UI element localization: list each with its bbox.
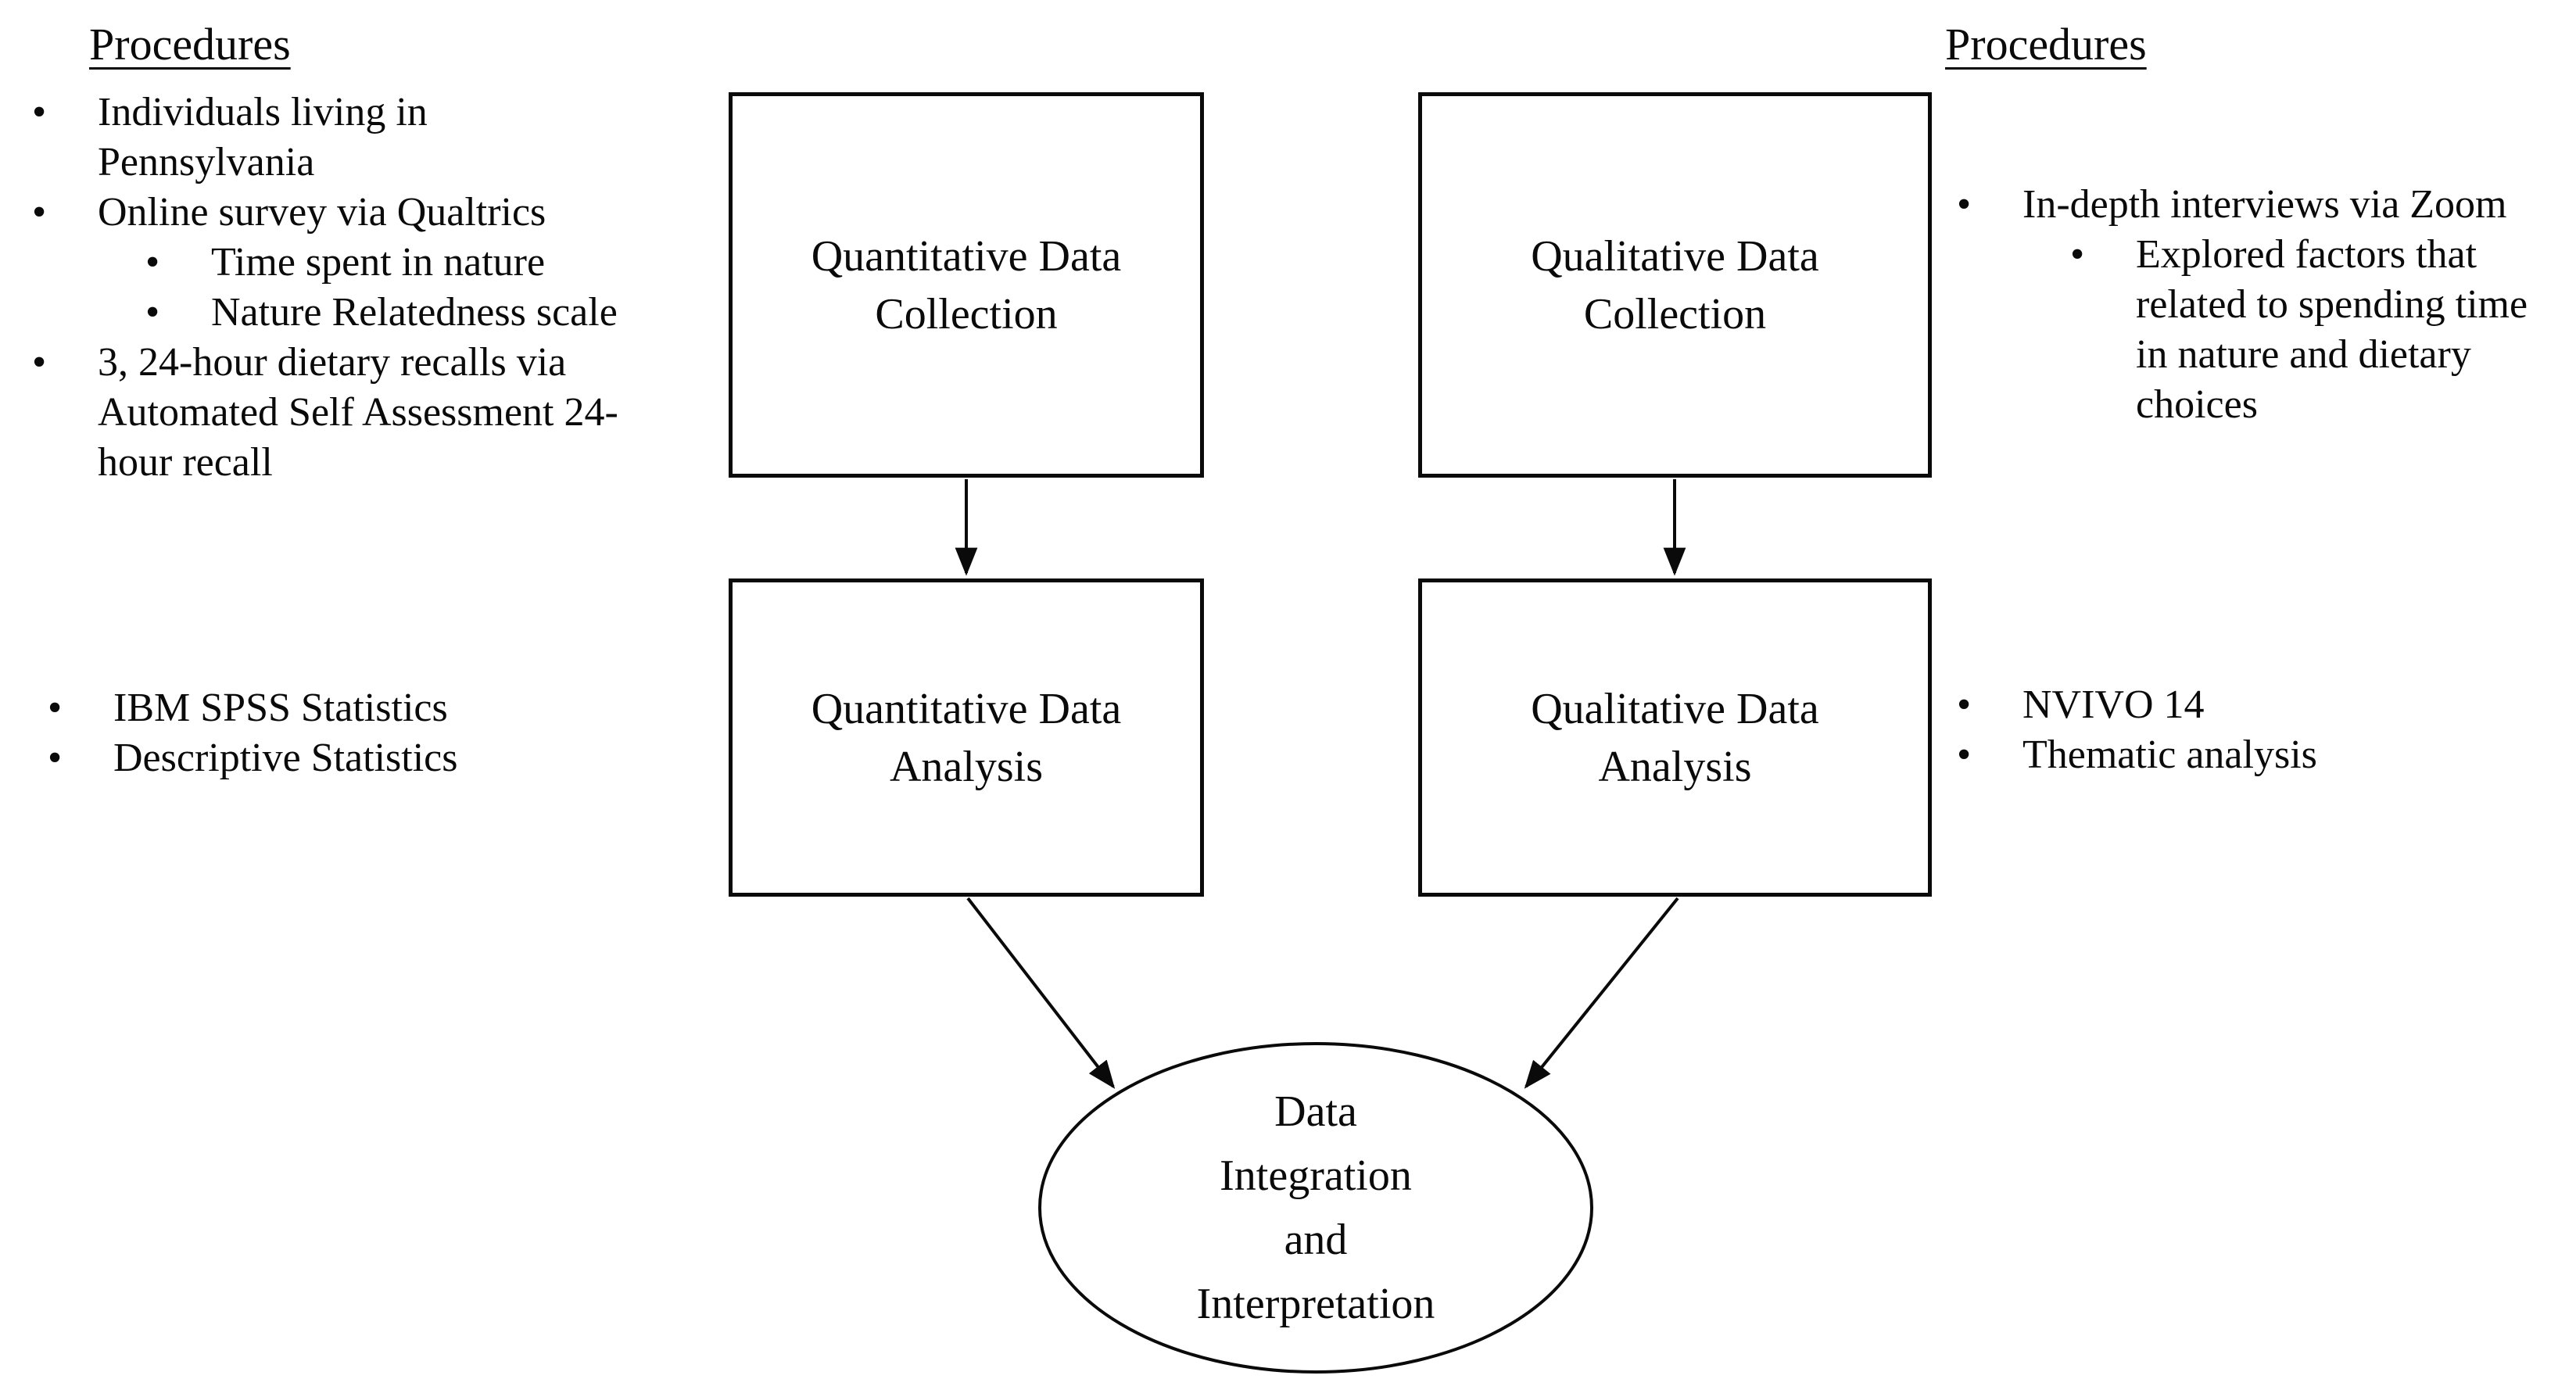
- list-item-text: related to spending time: [2136, 282, 2528, 327]
- list-item: • Online survey via Qualtrics: [27, 188, 715, 238]
- bullet-icon: •: [32, 340, 47, 385]
- list-item-text: Descriptive Statistics: [113, 736, 458, 780]
- right-procedures-list: • In-depth interviews via Zoom • Explore…: [1952, 180, 2570, 430]
- left-analysis-notes: • IBM SPSS Statistics • Descriptive Stat…: [43, 683, 715, 783]
- list-item-text: Pennsylvania: [98, 140, 315, 184]
- bullet-icon: •: [1957, 732, 1972, 777]
- right-procedures-heading: Procedures: [1945, 19, 2147, 70]
- integration-ellipse-label: Data Integration and Interpretation: [1058, 1044, 1574, 1372]
- flow-box-label: Quantitative Data Analysis: [811, 684, 1122, 791]
- integration-ellipse: [1038, 1042, 1593, 1374]
- list-item: • Descriptive Statistics: [43, 733, 715, 783]
- list-item: Pennsylvania: [27, 138, 715, 188]
- list-item: • IBM SPSS Statistics: [43, 683, 715, 733]
- list-item-text: choices: [2136, 382, 2258, 427]
- list-item: hour recall: [27, 438, 715, 488]
- list-item-text: Explored factors that: [2136, 232, 2477, 277]
- list-item-text: in nature and dietary: [2136, 332, 2471, 377]
- list-item: related to spending time: [2065, 280, 2570, 330]
- bullet-icon: •: [32, 90, 47, 134]
- bullet-icon: •: [48, 686, 63, 730]
- list-item: • Individuals living in: [27, 88, 715, 138]
- bullet-icon: •: [2070, 232, 2085, 277]
- list-item: • Nature Relatedness scale: [141, 288, 715, 338]
- flow-box-qualitative-data-collection: Qualitative Data Collection: [1418, 92, 1932, 478]
- list-item-text: In-depth interviews via Zoom: [2022, 182, 2507, 227]
- list-item: • NVIVO 14: [1952, 680, 2570, 730]
- list-item-text: NVIVO 14: [2022, 682, 2205, 727]
- bullet-icon: •: [32, 190, 47, 235]
- list-item: Automated Self Assessment 24-: [27, 388, 715, 438]
- list-item-text: Thematic analysis: [2022, 732, 2317, 777]
- left-procedures-heading: Procedures: [89, 19, 291, 70]
- list-item-text: hour recall: [98, 440, 273, 485]
- left-procedures-list: • Individuals living in Pennsylvania • O…: [27, 88, 715, 488]
- list-item-text: Nature Relatedness scale: [211, 290, 618, 335]
- bullet-icon: •: [48, 736, 63, 780]
- right-analysis-notes: • NVIVO 14 • Thematic analysis: [1952, 680, 2570, 780]
- bullet-icon: •: [1957, 182, 1972, 227]
- flow-box-qualitative-data-analysis: Qualitative Data Analysis: [1418, 578, 1932, 897]
- bullet-icon: •: [1957, 682, 1972, 727]
- list-item: • Time spent in nature: [141, 238, 715, 288]
- list-item: • 3, 24-hour dietary recalls via: [27, 338, 715, 388]
- flow-box-quantitative-data-analysis: Quantitative Data Analysis: [729, 578, 1204, 897]
- bullet-icon: •: [145, 240, 160, 285]
- flow-box-label: Qualitative Data Analysis: [1531, 684, 1819, 791]
- bullet-icon: •: [145, 290, 160, 335]
- list-item: choices: [2065, 380, 2570, 430]
- list-item-text: IBM SPSS Statistics: [113, 686, 448, 730]
- flow-box-label: Qualitative Data Collection: [1531, 231, 1819, 338]
- flow-box-label: Quantitative Data Collection: [811, 231, 1122, 338]
- arrow-quant-analysis-to-integration: [966, 897, 1116, 1089]
- list-item-text: Time spent in nature: [211, 240, 546, 285]
- ellipse-label-text: Data Integration and Interpretation: [1196, 1087, 1435, 1328]
- list-item-text: Online survey via Qualtrics: [98, 190, 546, 235]
- list-item: • Thematic analysis: [1952, 730, 2570, 780]
- list-item: in nature and dietary: [2065, 330, 2570, 380]
- list-item: • Explored factors that: [2065, 230, 2570, 280]
- flow-box-quantitative-data-collection: Quantitative Data Collection: [729, 92, 1204, 478]
- arrow-qual-analysis-to-integration: [1524, 897, 1679, 1089]
- list-item-text: Individuals living in: [98, 90, 428, 134]
- list-item-text: 3, 24-hour dietary recalls via: [98, 340, 567, 385]
- list-item: • In-depth interviews via Zoom: [1952, 180, 2570, 230]
- list-item-text: Automated Self Assessment 24-: [98, 390, 618, 435]
